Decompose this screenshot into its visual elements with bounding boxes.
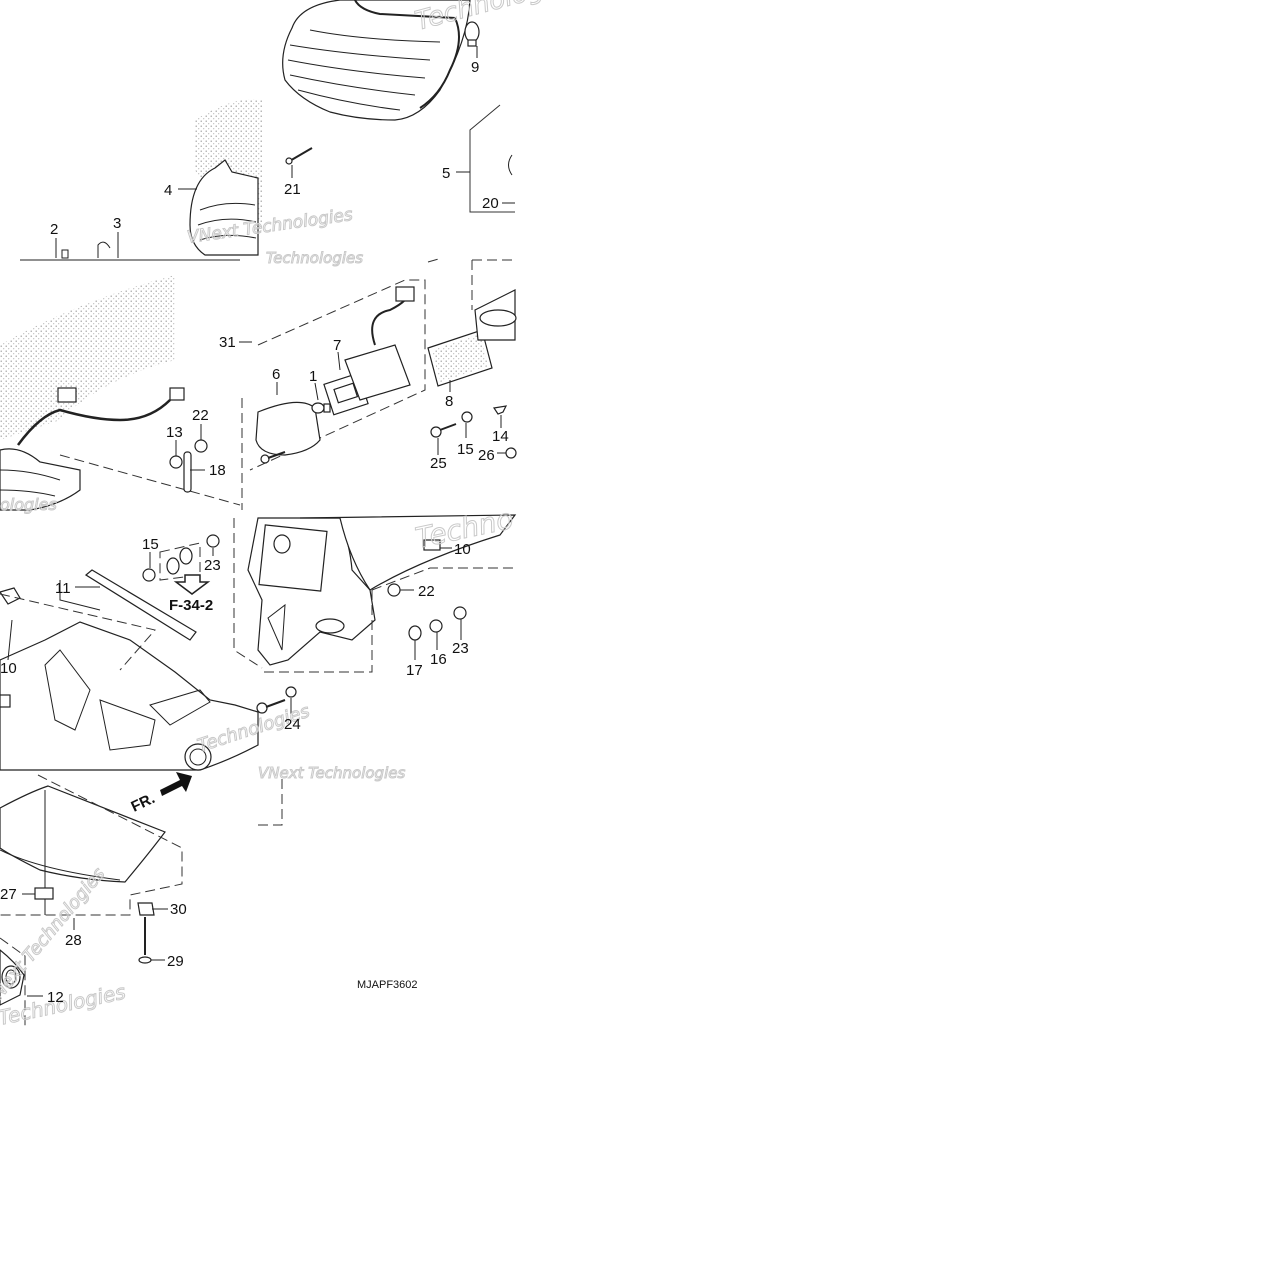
bulb-9	[464, 21, 480, 47]
part-26	[505, 447, 517, 459]
part-3	[97, 241, 111, 258]
callout-6: 6	[272, 366, 280, 383]
callout-2: 2	[50, 221, 58, 238]
callout-9: 9	[471, 59, 479, 76]
nut-23-lower	[453, 606, 467, 620]
watermark-4: ologies	[0, 495, 57, 514]
callout-28: 28	[65, 932, 82, 949]
washer-24	[285, 686, 297, 698]
washer-16	[429, 619, 443, 633]
bushing-b	[179, 547, 193, 565]
top-tile: Technologies VNext Technologies 2 3 4 5 …	[50, 0, 583, 259]
license-light-6	[255, 401, 321, 456]
callout-7: 7	[333, 337, 341, 354]
callout-23-upper: 23	[204, 557, 221, 574]
bulb-1	[311, 402, 331, 414]
callout-27: 27	[0, 886, 17, 903]
lamp-socket	[344, 344, 411, 401]
callout-1: 1	[309, 368, 317, 385]
callout-22-lower: 22	[418, 583, 435, 600]
grommet-14	[492, 405, 508, 415]
cross-ref-arrow	[173, 574, 211, 595]
middle-tile: Technologies ologies 31 6 1 7 8 13 22 18…	[0, 249, 517, 515]
callout-31: 31	[219, 334, 236, 351]
callout-25: 25	[430, 455, 447, 472]
callout-22-upper: 22	[192, 407, 209, 424]
connector-left-2	[169, 387, 185, 401]
callout-5: 5	[442, 165, 450, 182]
tail-lamp-lens	[282, 0, 471, 121]
callout-13: 13	[166, 424, 183, 441]
callout-18: 18	[209, 462, 226, 479]
collar-17	[408, 625, 422, 641]
callout-14: 14	[492, 428, 509, 445]
callout-15-upper: 15	[457, 441, 474, 458]
watermark-1: Technologies	[412, 0, 582, 37]
callout-23-lower: 23	[452, 640, 469, 657]
callout-15-lower: 15	[142, 536, 159, 553]
stay-18	[183, 451, 192, 493]
callout-4: 4	[164, 182, 172, 199]
watermark-3: Technologies	[266, 249, 363, 267]
callout-3: 3	[113, 215, 121, 232]
connector-top	[395, 286, 415, 302]
part-2	[61, 249, 69, 259]
nut-13	[169, 455, 183, 469]
damper-27	[34, 887, 54, 900]
callout-21: 21	[284, 181, 301, 198]
callout-17: 17	[406, 662, 423, 679]
callout-20: 20	[482, 195, 499, 212]
wire-harness	[16, 399, 171, 446]
callout-11: 11	[55, 580, 71, 597]
callout-10-right: 10	[454, 541, 471, 558]
bottom-tile: FR. VNext Technologies Technologi	[0, 764, 418, 1030]
screw-29	[138, 917, 152, 964]
callout-30: 30	[170, 901, 187, 918]
cross-ref-label: F-34-2	[169, 597, 213, 614]
nut-15-mid	[461, 411, 473, 423]
watermark-7: VNext Technologies	[258, 764, 405, 782]
lens-gasket	[354, 0, 460, 109]
seal-strip-11	[84, 569, 197, 641]
callout-16: 16	[430, 651, 447, 668]
bolt-lower	[256, 699, 286, 714]
lower-tile: Techno Technologies 11 15 23 F-34-2 10 1…	[0, 502, 517, 771]
callout-29: 29	[167, 953, 184, 970]
nut-23-upper	[206, 534, 220, 548]
connector-left-1	[57, 387, 77, 403]
nut-22	[194, 439, 208, 453]
rear-cover-28	[0, 785, 166, 883]
svg-text:FR.: FR.	[129, 790, 158, 816]
screw-21	[285, 147, 313, 165]
nut-22-lower	[387, 583, 401, 597]
callout-26: 26	[478, 447, 495, 464]
watermark-9: Next Technologies	[0, 864, 110, 1003]
bushing-a	[166, 557, 180, 575]
turn-signal-4	[189, 159, 259, 256]
pad-10-left	[0, 694, 11, 708]
clip-30	[137, 902, 155, 916]
callout-10-left: 10	[0, 660, 17, 677]
screw-upper	[260, 451, 286, 464]
collar-15	[142, 568, 156, 582]
clip-left	[0, 587, 21, 605]
callout-12: 12	[47, 989, 64, 1006]
pad-10-right	[423, 539, 441, 551]
front-arrow: FR.	[129, 772, 192, 816]
callout-24: 24	[284, 716, 301, 733]
diagram-code: MJAPF3602	[357, 979, 418, 991]
callout-8: 8	[445, 393, 453, 410]
bolt-25	[430, 423, 457, 438]
